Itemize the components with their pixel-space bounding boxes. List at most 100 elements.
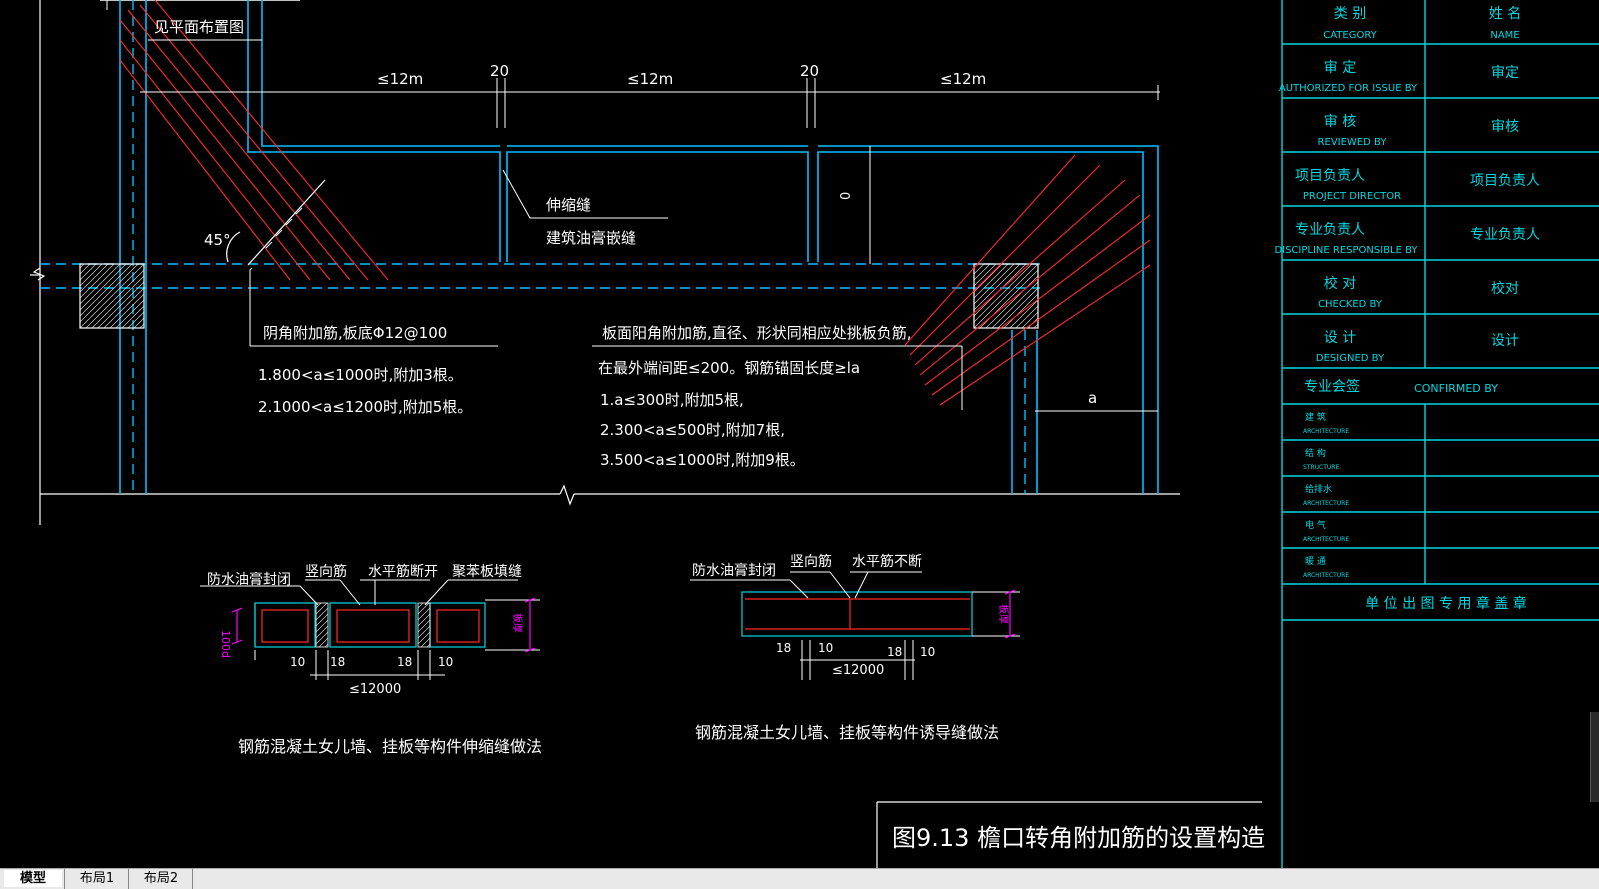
tab-separator: [192, 869, 193, 889]
detail-induced-joint: [690, 571, 1020, 680]
tb-row3-right: 项目负责人: [1470, 173, 1540, 189]
d1-caption: 钢筋混凝土女儿墙、挂板等构件伸缩缝做法: [238, 737, 542, 756]
yang-rebar-line4: 3.500<a≤1000时,附加9根。: [600, 451, 805, 469]
slab-outline: [119, 0, 1159, 494]
d2-horizontal-label: 水平筋不断: [852, 553, 922, 570]
note-leaders: [249, 267, 1158, 412]
tab-model[interactable]: 模型: [4, 870, 62, 887]
tb-row0-right-en: NAME: [1490, 30, 1519, 41]
cad-model-space[interactable]: 见平面布置图 ≤12m ≤12m ≤12m 20 20 45° 伸缩缝 建筑油膏…: [0, 0, 1599, 868]
d2-length: ≤12000: [832, 663, 884, 678]
d1-thick-label: 板厚: [511, 613, 524, 633]
joint-leader: [502, 169, 668, 219]
column-right: [973, 263, 1039, 329]
dim-vertical-label: 0: [839, 192, 854, 200]
dashed-lines: [40, 0, 1040, 494]
corner-rebars-right: [904, 154, 1151, 406]
tb-disc3-en: ARCHITECTURE: [1303, 536, 1349, 543]
angle-line: [226, 179, 326, 266]
tb-row1-right: 审定: [1491, 65, 1519, 81]
d2-dim-18a: 18: [776, 641, 791, 655]
tb-row0-en: CATEGORY: [1323, 30, 1377, 41]
vertical-scrollbar[interactable]: [1590, 712, 1599, 802]
tb-row0-cn: 类 别: [1334, 6, 1366, 22]
yang-rebar-line2: 1.a≤300时,附加5根,: [600, 391, 744, 409]
top-dimension: [140, 39, 1160, 128]
yang-rebar-title: 板面阳角附加筋,直径、形状同相应处挑板负筋,: [602, 324, 912, 342]
figure-title-frame: [876, 801, 1262, 868]
corner-rebars-left: [119, 0, 389, 281]
tb-row6-cn: 设 计: [1324, 330, 1356, 346]
tb-row4-en: DISCIPLINE RESPONSIBLE BY: [1274, 245, 1418, 256]
d1-vertical-label: 竖向筋: [305, 563, 347, 580]
tb-row0-right-cn: 姓 名: [1489, 6, 1521, 22]
detail-expansion-joint: [200, 579, 540, 680]
layout-tab-bar: 模型 布局1 布局2: [0, 868, 1599, 889]
d2-dim-10a: 10: [818, 641, 833, 655]
d1-foam-label: 聚苯板填缝: [452, 563, 522, 580]
tb-disc1-cn: 结 构: [1305, 447, 1326, 459]
tb-row4-right: 专业负责人: [1470, 227, 1540, 243]
tab-layout1[interactable]: 布局1: [79, 871, 115, 886]
tab-separator: [128, 869, 129, 889]
yang-rebar-line1: 在最外端间距≤200。钢筋锚固长度≥la: [598, 359, 860, 377]
plan-reference-label: 见平面布置图: [154, 18, 244, 36]
tb-row5-en: CHECKED BY: [1318, 299, 1383, 310]
d2-thick-label: 板厚: [997, 604, 1010, 624]
frame-lines: [30, 0, 1180, 525]
tb-row5-cn: 校 对: [1324, 275, 1356, 292]
d1-dim-18b: 18: [397, 655, 412, 669]
d1-dim-10a: 10: [290, 655, 305, 669]
tb-row6-en: DESIGNED BY: [1316, 353, 1385, 364]
d2-dim-10b: 10: [920, 645, 935, 659]
angle-45-label: 45°: [204, 231, 231, 249]
yin-rebar-title: 阴角附加筋,板底Φ12@100: [263, 324, 447, 342]
d2-caption: 钢筋混凝土女儿墙、挂板等构件诱导缝做法: [695, 723, 999, 742]
tb-row2-right: 审核: [1491, 119, 1519, 135]
yin-rebar-line2: 2.1000<a≤1200时,附加5根。: [258, 398, 472, 416]
dim-12m-3: ≤12m: [940, 70, 986, 88]
tb-row1-cn: 审 定: [1324, 60, 1356, 76]
dim-20-2: 20: [800, 62, 819, 80]
joint-label-1: 伸缩缝: [546, 196, 591, 214]
dim-a-label: a: [1088, 389, 1097, 407]
tb-row4-cn: 专业负责人: [1295, 222, 1365, 238]
tb-disc1-en: STRUCTURE: [1303, 464, 1339, 471]
tab-separator: [64, 869, 65, 889]
tb-disc4-en: ARCHITECTURE: [1303, 572, 1349, 579]
tb-row2-cn: 审 核: [1324, 114, 1356, 130]
d2-dim-18b: 18: [887, 645, 902, 659]
angle-ticks: [265, 207, 303, 249]
tb-confirm-en: CONFIRMED BY: [1414, 382, 1498, 395]
tb-disc0-cn: 建 筑: [1305, 411, 1326, 423]
dim-12m-1: ≤12m: [377, 70, 423, 88]
d1-dim-10b: 10: [438, 655, 453, 669]
tb-row3-cn: 项目负责人: [1295, 168, 1365, 184]
figure-title: 图9.13 檐口转角附加筋的设置构造: [892, 824, 1265, 852]
tb-disc4-cn: 暖 通: [1305, 555, 1326, 567]
joint-label-2: 建筑油膏嵌缝: [546, 229, 636, 247]
tb-stamp: 单 位 出 图 专 用 章 盖 章: [1365, 595, 1527, 612]
d2-vertical-label: 竖向筋: [790, 553, 832, 570]
tb-disc3-cn: 电 气: [1305, 519, 1326, 531]
d2-waterproof-label: 防水油膏封闭: [692, 562, 776, 579]
tb-row6-right: 设计: [1491, 333, 1519, 349]
d1-dim-18a: 18: [330, 655, 345, 669]
tb-row5-right: 校对: [1491, 280, 1519, 297]
yin-rebar-line1: 1.800<a≤1000时,附加3根。: [258, 366, 463, 384]
d1-waterproof-label: 防水油膏封闭: [207, 571, 291, 588]
dim-12m-2: ≤12m: [627, 70, 673, 88]
drawing-svg: 见平面布置图 ≤12m ≤12m ≤12m 20 20 45° 伸缩缝 建筑油膏…: [30, 0, 1599, 868]
d1-horizontal-label: 水平筋断开: [368, 563, 438, 580]
d1-length: ≤12000: [349, 682, 401, 697]
tb-row1-en: AUTHORIZED FOR ISSUE BY: [1279, 83, 1418, 94]
tb-disc2-en: ARCHITECTURE: [1303, 500, 1349, 507]
dim-20-1: 20: [490, 62, 509, 80]
title-block-grid: [1281, 0, 1599, 868]
column-left: [79, 263, 145, 329]
yang-rebar-line3: 2.300<a≤500时,附加7根,: [600, 421, 785, 439]
tb-confirm-cn: 专业会签: [1304, 378, 1360, 395]
tab-layout2[interactable]: 布局2: [143, 871, 179, 886]
tb-disc0-en: ARCHITECTURE: [1303, 428, 1349, 435]
d1-side-dim: 100d: [219, 630, 232, 658]
